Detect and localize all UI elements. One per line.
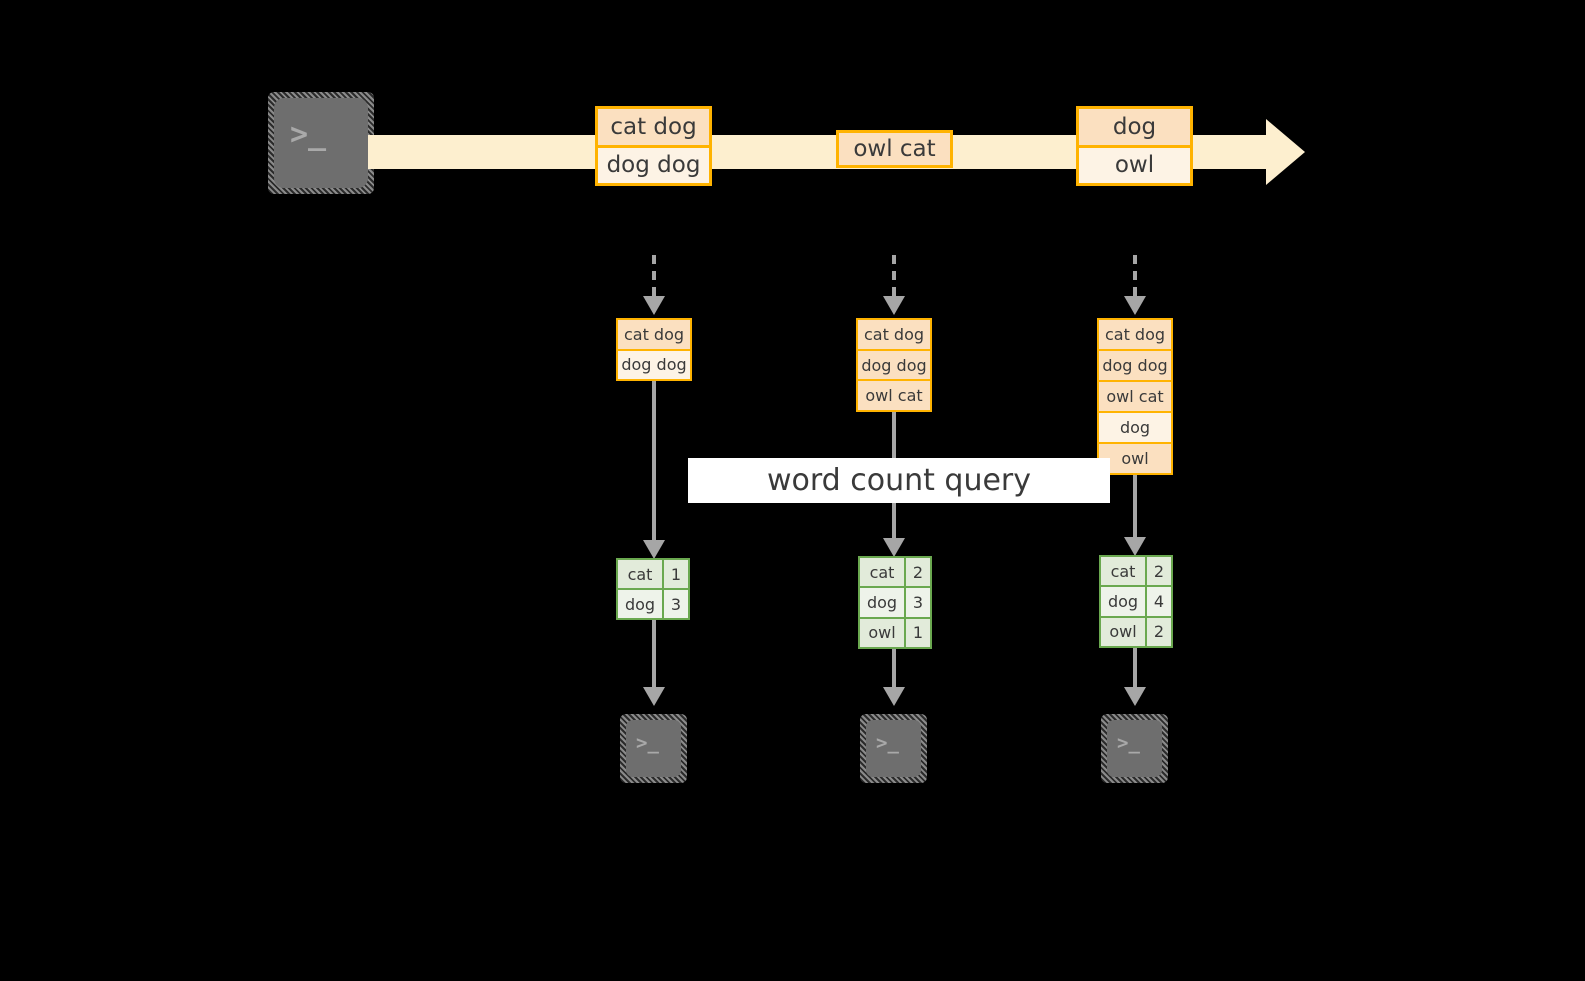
table-row: cat 1	[618, 560, 688, 588]
result-count: 4	[1145, 587, 1171, 616]
table-row: owl 2	[1101, 615, 1171, 646]
accumulated-line: owl	[1099, 442, 1171, 473]
stream-message-2: owl cat	[836, 130, 953, 168]
snapshot-tap-arrowhead-2	[883, 296, 905, 315]
result-count: 1	[662, 560, 688, 588]
accumulated-line: dog	[1099, 411, 1171, 442]
query-flow-line-3	[1133, 475, 1137, 552]
stream-message-line: dog dog	[598, 144, 709, 183]
sink-terminal-icon-1: >_	[620, 714, 687, 783]
sink-terminal-icon-2: >_	[860, 714, 927, 783]
result-count: 2	[1145, 557, 1171, 586]
result-count: 1	[904, 618, 930, 647]
result-word: dog	[618, 590, 662, 618]
snapshot-tap-arrowhead-1	[643, 296, 665, 315]
query-flow-line-1	[652, 381, 656, 553]
accumulated-line: cat dog	[858, 320, 930, 349]
snapshot-tap-arrowhead-3	[1124, 296, 1146, 315]
query-banner-label: word count query	[766, 463, 1032, 498]
result-word: cat	[860, 558, 904, 587]
stream-message-line: dog	[1079, 109, 1190, 145]
sink-flow-arrowhead-3	[1124, 687, 1146, 706]
snapshot-tap-line-2	[892, 255, 896, 300]
result-table-3: cat 2 dog 4 owl 2	[1099, 555, 1173, 648]
table-row: dog 4	[1101, 585, 1171, 616]
result-table-2: cat 2 dog 3 owl 1	[858, 556, 932, 649]
accumulated-line: cat dog	[1099, 320, 1171, 349]
result-count: 3	[904, 588, 930, 617]
sink-flow-arrowhead-1	[643, 687, 665, 706]
accumulated-line: dog dog	[618, 348, 690, 379]
table-row: dog 3	[618, 588, 688, 618]
terminal-prompt-glyph: >_	[1117, 732, 1140, 754]
query-flow-arrowhead-1	[643, 540, 665, 559]
accumulated-line: dog dog	[858, 348, 930, 380]
result-word: owl	[860, 618, 904, 647]
result-word: owl	[1101, 617, 1145, 646]
terminal-screen: >_	[274, 98, 368, 188]
table-row: dog 3	[860, 586, 930, 617]
terminal-prompt-glyph: >_	[636, 732, 659, 754]
terminal-prompt-glyph: >_	[290, 117, 327, 152]
result-count: 2	[904, 558, 930, 587]
sink-flow-arrowhead-2	[883, 687, 905, 706]
result-word: dog	[1101, 587, 1145, 616]
stream-message-line: owl	[1079, 144, 1190, 183]
source-terminal-icon: >_	[268, 92, 374, 194]
accumulated-line: cat dog	[618, 320, 690, 349]
accumulated-line: dog dog	[1099, 349, 1171, 380]
stream-message-1: cat dog dog dog	[595, 106, 712, 186]
terminal-screen: >_	[626, 720, 681, 777]
sink-flow-line-2	[892, 649, 896, 690]
result-table-1: cat 1 dog 3	[616, 558, 690, 620]
terminal-prompt-glyph: >_	[876, 732, 899, 754]
accumulated-line: owl cat	[1099, 380, 1171, 411]
stream-message-line: cat dog	[598, 109, 709, 145]
table-row: cat 2	[860, 558, 930, 587]
input-stream-arrowhead	[1266, 119, 1305, 185]
sink-flow-line-1	[652, 620, 656, 690]
result-word: cat	[618, 560, 662, 588]
result-word: dog	[860, 588, 904, 617]
query-banner: word count query	[688, 458, 1110, 503]
table-row: owl 1	[860, 616, 930, 647]
query-flow-arrowhead-3	[1124, 537, 1146, 556]
result-count: 2	[1145, 617, 1171, 646]
terminal-screen: >_	[866, 720, 921, 777]
result-word: cat	[1101, 557, 1145, 586]
result-count: 3	[662, 590, 688, 618]
terminal-screen: >_	[1107, 720, 1162, 777]
sink-flow-line-3	[1133, 648, 1137, 690]
accumulated-line: owl cat	[858, 379, 930, 411]
snapshot-tap-line-3	[1133, 255, 1137, 300]
snapshot-tap-line-1	[652, 255, 656, 300]
stream-message-3: dog owl	[1076, 106, 1193, 186]
accumulated-stack-3: cat dog dog dog owl cat dog owl	[1097, 318, 1173, 475]
accumulated-stack-1: cat dog dog dog	[616, 318, 692, 381]
accumulated-stack-2: cat dog dog dog owl cat	[856, 318, 932, 412]
query-flow-arrowhead-2	[883, 538, 905, 557]
table-row: cat 2	[1101, 557, 1171, 586]
stream-message-line: owl cat	[839, 133, 950, 165]
sink-terminal-icon-3: >_	[1101, 714, 1168, 783]
